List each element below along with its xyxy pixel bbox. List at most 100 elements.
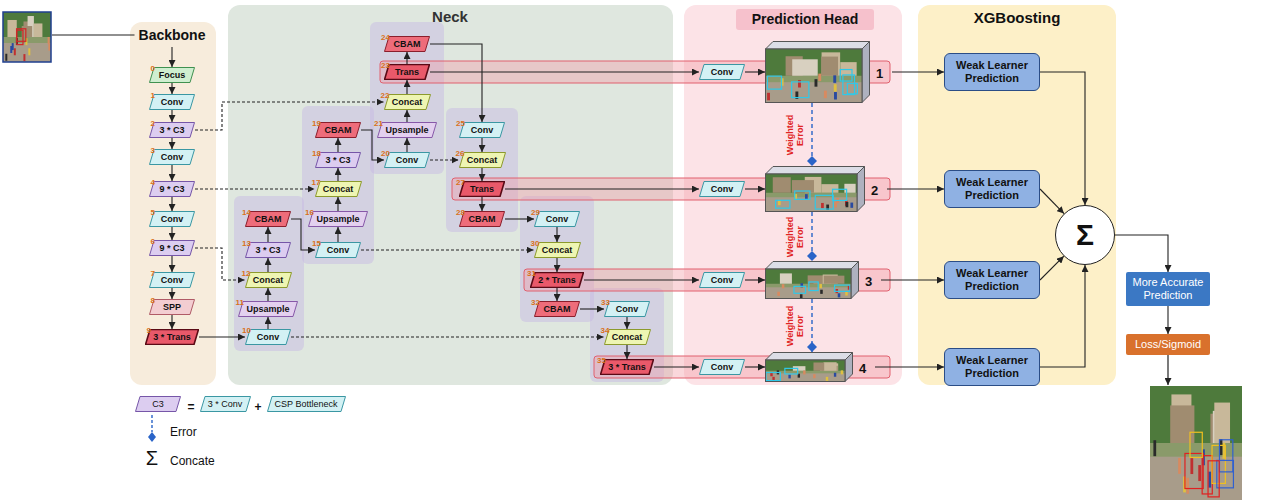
node-text: Conv	[161, 97, 184, 108]
layer-block: 3 * C3	[149, 122, 195, 138]
edge-label: Weighted Error	[785, 303, 805, 349]
block-outline	[601, 360, 654, 375]
node-text: Weak Learner Prediction	[949, 354, 1035, 380]
layer-block: Concat	[245, 272, 292, 288]
callout-number: 34	[601, 326, 610, 335]
photo-person	[821, 203, 824, 208]
module-group	[446, 108, 518, 232]
connector	[1167, 306, 1168, 334]
layer-block: Conv	[149, 272, 195, 288]
connector	[505, 188, 699, 189]
layer-block: Concat	[604, 329, 651, 345]
error-connector	[811, 212, 812, 261]
connector	[430, 44, 482, 122]
photo-person	[834, 373, 836, 377]
connector	[1040, 256, 1064, 280]
layer-block: Concat	[459, 152, 506, 168]
layer-block: Concat	[384, 94, 431, 110]
block-outline	[700, 182, 745, 197]
block-outline	[385, 153, 430, 168]
photo-person	[23, 54, 25, 61]
photo-person	[782, 284, 785, 288]
callout-number: 3	[151, 146, 155, 155]
detection-box	[835, 285, 850, 291]
node-text: Upsample	[316, 214, 359, 225]
connector	[171, 315, 172, 329]
block-outline	[535, 302, 580, 317]
error-connector	[811, 299, 812, 352]
photo-road	[3, 43, 51, 62]
label-holder: 12	[242, 262, 251, 280]
block-outline	[150, 150, 195, 165]
node-text: Concat	[253, 275, 284, 286]
photo-road	[766, 373, 846, 381]
map-side-face	[862, 42, 870, 103]
photo-building	[792, 59, 818, 75]
block-outline	[316, 153, 361, 168]
block-outline	[459, 153, 505, 168]
layer-block: 3 * C3	[245, 242, 291, 258]
callout-number: 5	[151, 208, 155, 217]
photo-trees	[3, 12, 51, 37]
connector	[556, 258, 557, 272]
label-holder: 16	[305, 201, 314, 219]
callout-number: 22	[381, 91, 390, 100]
feature-map	[765, 166, 865, 212]
photo-trees	[766, 360, 846, 371]
label-holder: 30	[531, 232, 540, 250]
node-text: 9 * C3	[159, 243, 184, 254]
connector	[1040, 72, 1085, 205]
callout-number: 18	[312, 149, 321, 158]
node-text: 3 * C3	[325, 155, 350, 166]
connector	[195, 188, 315, 189]
callout-number: 35	[597, 356, 606, 365]
connector	[337, 227, 338, 242]
photo-person	[834, 84, 837, 91]
feature-map-node: 2	[765, 166, 887, 212]
label-holder: 26	[456, 142, 465, 160]
block-outline	[385, 37, 430, 52]
detection-box	[17, 30, 23, 44]
block-outline	[531, 273, 584, 288]
input-line	[52, 34, 135, 35]
callout-number: 15	[312, 239, 321, 248]
map-side-face	[857, 167, 865, 212]
callout-number: 12	[242, 269, 251, 278]
label-holder: +	[254, 397, 261, 415]
connector	[171, 83, 172, 94]
photo-person	[1190, 458, 1193, 474]
connector	[171, 256, 172, 272]
legend-text: Concate	[170, 454, 215, 468]
block-outline	[315, 182, 361, 197]
layer-block: Focus	[149, 67, 195, 83]
feature-map	[765, 352, 853, 382]
block-outline	[605, 302, 650, 317]
photo-building	[821, 57, 838, 76]
edge-label-holder: Weighted Error	[785, 303, 807, 349]
layer-block: CBAM	[384, 36, 430, 52]
detection-box	[843, 75, 855, 95]
label-holder: 35	[597, 349, 606, 367]
photo-person	[824, 91, 827, 98]
block-outline	[150, 95, 195, 110]
photo-person	[12, 43, 14, 50]
layer-block: Conv	[149, 149, 195, 165]
detection-box	[794, 286, 806, 293]
map-side-face	[851, 262, 859, 299]
block-outline	[136, 397, 181, 412]
feature-map	[765, 261, 859, 299]
node-text: Conv	[161, 275, 184, 286]
connector	[584, 279, 699, 280]
input-arrow	[171, 47, 172, 67]
label-holder: 2	[151, 112, 155, 130]
photo-person	[820, 290, 823, 294]
label-holder: 13	[242, 232, 251, 250]
callout-number: 4	[151, 178, 155, 187]
callout-number: 28	[456, 208, 465, 217]
node-text: Conv	[711, 275, 734, 286]
node-text: CBAM	[469, 214, 496, 225]
layer-block: Conv	[245, 329, 291, 345]
label-holder: 0	[151, 57, 155, 75]
photo-person	[833, 75, 836, 82]
callout-number: 26	[456, 149, 465, 158]
